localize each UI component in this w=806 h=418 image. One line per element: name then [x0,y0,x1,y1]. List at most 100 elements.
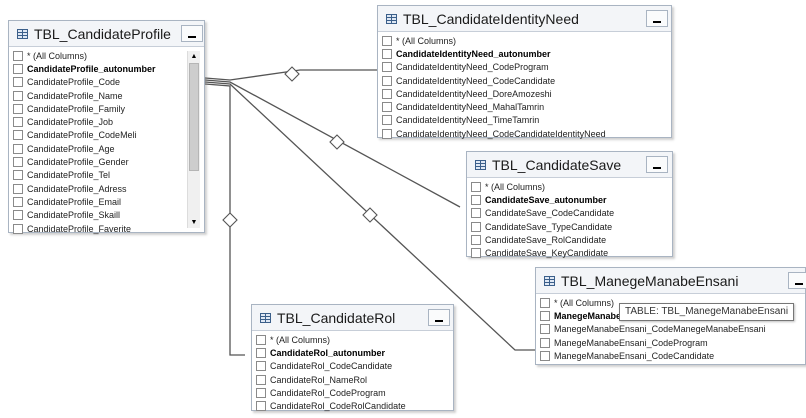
table-candidate-save[interactable]: TBL_CandidateSave * (All Columns)Candida… [466,151,673,259]
column-row[interactable]: ManegeManabeEnsani_CodeCandidate [540,349,805,362]
column-checkbox[interactable] [471,221,481,232]
column-checkbox[interactable] [13,50,23,61]
column-row[interactable]: CandidateIdentityNeed_CodeProgram [382,61,671,74]
minimize-icon[interactable] [646,10,668,27]
column-row[interactable]: CandidateRol_CodeRolCandidate [256,399,453,412]
column-checkbox[interactable] [382,62,392,73]
column-row[interactable]: CandidateProfile_Job [13,115,204,128]
table-candidate-profile[interactable]: TBL_CandidateProfile * (All Columns)Cand… [8,20,205,235]
column-name: CandidateIdentityNeed_TimeTamrin [396,115,540,126]
column-checkbox[interactable] [13,196,23,207]
column-checkbox[interactable] [471,208,481,219]
column-checkbox[interactable] [256,374,266,385]
column-row[interactable]: ManegeManabeEnsani_CodeManegeManabeEnsan… [540,323,805,336]
column-row[interactable]: CandidateProfile_Age [13,142,204,155]
column-name: CandidateProfile_Age [27,143,115,154]
column-checkbox[interactable] [382,128,392,139]
column-checkbox[interactable] [13,170,23,181]
column-checkbox[interactable] [382,35,392,46]
column-checkbox[interactable] [471,248,481,259]
column-checkbox[interactable] [540,337,550,348]
column-checkbox[interactable] [256,387,266,398]
column-checkbox[interactable] [382,115,392,126]
column-row[interactable]: CandidateProfile_Email [13,195,204,208]
column-name: CandidateSave_RolCandidate [485,234,607,245]
column-row[interactable]: CandidateRol_CodeProgram [256,386,453,399]
column-checkbox[interactable] [13,157,23,168]
column-row[interactable]: CandidateIdentityNeed_autonumber [382,47,671,60]
column-checkbox[interactable] [13,210,23,221]
column-checkbox[interactable] [382,48,392,59]
column-row[interactable]: ManegeManabeEnsani_CodeProgram [540,336,805,349]
table-candidate-rol[interactable]: TBL_CandidateRol * (All Columns)Candidat… [251,304,454,412]
scroll-thumb[interactable] [189,63,199,171]
column-checkbox[interactable] [540,297,550,308]
column-row[interactable]: CandidateSave_KeyCandidate [471,246,672,259]
column-row[interactable]: CandidateRol_CodeCandidate [256,360,453,373]
column-checkbox[interactable] [256,401,266,412]
table-candidate-identity-need[interactable]: TBL_CandidateIdentityNeed * (All Columns… [377,5,672,140]
column-row[interactable]: CandidateIdentityNeed_DoreAmozeshi [382,87,671,100]
column-row[interactable]: CandidateSave_autonumber [471,193,672,206]
column-checkbox[interactable] [471,181,481,192]
column-row[interactable]: CandidateIdentityNeed_CodeCandidate [382,74,671,87]
column-row[interactable]: CandidateIdentityNeed_MahalTamrin [382,100,671,113]
all-columns-row[interactable]: * (All Columns) [13,49,204,62]
column-checkbox[interactable] [540,324,550,335]
all-columns-row[interactable]: * (All Columns) [382,34,671,47]
column-checkbox[interactable] [13,63,23,74]
column-checkbox[interactable] [13,183,23,194]
column-checkbox[interactable] [471,194,481,205]
column-row[interactable]: CandidateProfile_Family [13,102,204,115]
scroll-down-arrow-icon[interactable]: ▼ [190,219,198,226]
column-checkbox[interactable] [13,103,23,114]
minimize-icon[interactable] [428,309,450,326]
column-row[interactable]: CandidateProfile_Tel [13,169,204,182]
column-name: CandidateRol_autonumber [270,347,386,358]
table-header[interactable]: TBL_CandidateSave [467,152,672,178]
column-checkbox[interactable] [382,88,392,99]
column-row[interactable]: CandidateProfile_Faverite [13,222,204,235]
all-columns-row[interactable]: * (All Columns) [256,333,453,346]
column-checkbox[interactable] [540,350,550,361]
column-checkbox[interactable] [13,130,23,141]
table-header[interactable]: TBL_CandidateRol [252,305,453,331]
column-checkbox[interactable] [256,347,266,358]
column-row[interactable]: CandidateSave_CodeCandidate [471,207,672,220]
column-row[interactable]: CandidateRol_autonumber [256,346,453,359]
all-columns-row[interactable]: * (All Columns) [471,180,672,193]
column-row[interactable]: CandidateSave_RolCandidate [471,233,672,246]
column-checkbox[interactable] [471,234,481,245]
minimize-icon[interactable] [646,156,668,173]
column-checkbox[interactable] [13,77,23,88]
column-row[interactable]: CandidateProfile_Adress [13,182,204,195]
all-columns-row[interactable]: * (All Columns) [540,296,805,309]
column-row[interactable]: CandidateProfile_autonumber [13,62,204,75]
column-row[interactable]: CandidateProfile_Code [13,76,204,89]
column-row[interactable]: CandidateProfile_Skaill [13,209,204,222]
column-row[interactable]: CandidateProfile_Gender [13,155,204,168]
column-checkbox[interactable] [256,361,266,372]
vertical-scrollbar[interactable]: ▲ ▼ [187,51,200,228]
column-checkbox[interactable] [13,117,23,128]
column-checkbox[interactable] [13,143,23,154]
scroll-up-arrow-icon[interactable]: ▲ [190,53,198,60]
minimize-icon[interactable] [181,25,203,42]
table-header[interactable]: TBL_CandidateIdentityNeed [378,6,671,32]
column-checkbox[interactable] [382,102,392,113]
column-row[interactable]: CandidateProfile_Name [13,89,204,102]
column-checkbox[interactable] [13,90,23,101]
column-row[interactable]: CandidateIdentityNeed_TimeTamrin [382,114,671,127]
minimize-icon[interactable] [788,272,806,289]
column-row[interactable]: CandidateRol_NameRol [256,373,453,386]
column-row[interactable]: CandidateSave_TypeCandidate [471,220,672,233]
column-checkbox[interactable] [256,334,266,345]
table-header[interactable]: TBL_ManegeManabeEnsani [536,268,805,294]
column-checkbox[interactable] [540,310,550,321]
column-checkbox[interactable] [382,75,392,86]
relationship-diamond-icon [222,212,238,228]
column-row[interactable]: CandidateIdentityNeed_CodeCandidateIdent… [382,127,671,140]
table-header[interactable]: TBL_CandidateProfile [9,21,204,47]
column-row[interactable]: CandidateProfile_CodeMeli [13,129,204,142]
column-checkbox[interactable] [13,223,23,234]
